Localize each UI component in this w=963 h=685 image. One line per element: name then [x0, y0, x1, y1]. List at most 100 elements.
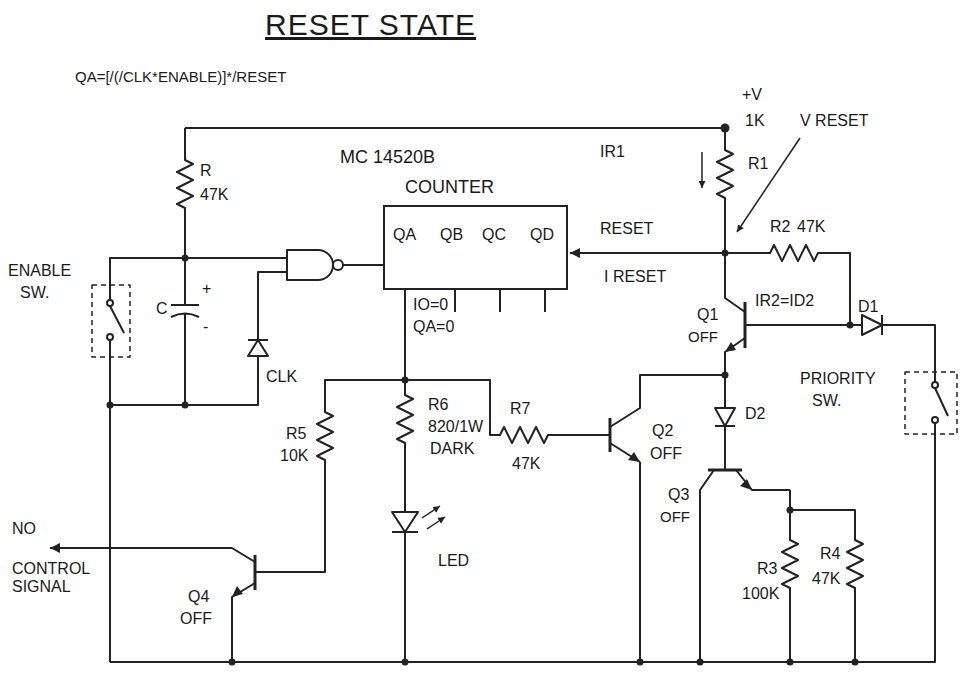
component-label: Q2 — [652, 422, 673, 440]
wire — [110, 423, 935, 662]
component-label: PRIORITY — [800, 370, 876, 388]
emitter-arrow — [628, 452, 640, 462]
junction-dot — [182, 255, 189, 262]
wire — [343, 264, 383, 266]
component-label: +V — [742, 86, 762, 104]
component-label: Q4 — [188, 588, 209, 606]
emitter-arrow — [740, 479, 752, 490]
junction-dot — [697, 659, 704, 666]
pin-name: QC — [482, 225, 506, 244]
component-label: + — [202, 280, 211, 298]
component-label: D1 — [858, 298, 878, 316]
junction-dot — [107, 402, 114, 409]
pin-name: QB — [440, 225, 463, 244]
clock-symbol — [248, 340, 268, 356]
switch-outline — [905, 372, 957, 434]
component-label: QA=[/(/CLK*ENABLE)]*/RESET — [75, 68, 286, 86]
resistor-symbol — [782, 490, 798, 662]
junction-dot — [402, 659, 409, 666]
component-label: OFF — [688, 328, 718, 346]
component-label: NO — [12, 520, 36, 538]
component-label: 1K — [745, 112, 765, 130]
switch-blade — [110, 306, 124, 333]
junction-dot — [852, 659, 859, 666]
wire — [109, 340, 111, 662]
component-label: ENABLE — [8, 262, 71, 280]
component-label: QA=0 — [413, 318, 454, 336]
switch-contact — [107, 334, 113, 340]
nand-bubble — [333, 260, 343, 270]
chip-name: COUNTER — [405, 177, 494, 198]
transistor-symbol — [609, 418, 612, 452]
junction-dot — [847, 322, 854, 329]
resistor-symbol — [177, 128, 193, 258]
switch-outline — [92, 285, 130, 357]
light-arrow — [422, 506, 440, 518]
component-label: 47K — [797, 218, 825, 236]
diagram-title: RESET STATE — [265, 8, 476, 42]
component-label: OFF — [660, 508, 690, 526]
counter-ic-box: MC 14520BCOUNTERQAQBQCQD — [383, 205, 568, 290]
reset-wire — [570, 252, 725, 254]
component-label: 100K — [742, 585, 779, 603]
component-label: 47K — [512, 455, 540, 473]
component-label: CLK — [266, 368, 297, 386]
resistor-symbol — [405, 380, 610, 443]
component-label: IO=0 — [413, 296, 448, 314]
resistor-symbol — [790, 510, 863, 662]
resistor-symbol — [397, 380, 413, 512]
junction-dot — [722, 250, 729, 257]
control-signal-arrow — [50, 548, 255, 562]
junction-dot — [787, 507, 794, 514]
component-label: IR2=ID2 — [755, 292, 814, 310]
chip-name: MC 14520B — [340, 147, 435, 168]
switch-contact — [107, 300, 113, 306]
wire — [258, 272, 287, 340]
junction-dot — [229, 659, 236, 666]
component-label: LED — [438, 552, 469, 570]
component-label: Q1 — [697, 306, 718, 324]
diode-symbol — [715, 408, 735, 470]
component-label: R1 — [748, 155, 768, 173]
component-label: D2 — [745, 405, 765, 423]
led-symbol — [392, 512, 418, 662]
switch-contact — [932, 382, 938, 388]
component-label: OFF — [650, 445, 682, 463]
component-label: 10K — [280, 447, 308, 465]
current-arrow — [701, 152, 703, 188]
light-arrow — [427, 517, 445, 529]
component-label: 47K — [812, 570, 840, 588]
junction-dot — [722, 372, 729, 379]
pin-wire — [405, 290, 545, 380]
wire — [110, 258, 185, 300]
component-label: R5 — [286, 425, 306, 443]
junction-dots — [107, 124, 859, 666]
transistor-symbol — [232, 583, 255, 662]
junction-dot — [787, 659, 794, 666]
component-label: Q3 — [668, 486, 689, 504]
wire — [185, 257, 287, 259]
wires — [50, 128, 957, 662]
component-label: RESET — [600, 220, 653, 238]
pin-name: QD — [530, 225, 554, 244]
component-label: DARK — [430, 440, 474, 458]
transistor-symbol — [700, 470, 790, 662]
supply-wire — [185, 127, 725, 129]
component-label: CONTROL SIGNAL — [12, 560, 94, 596]
junction-dot — [721, 124, 730, 133]
switch-contact — [932, 417, 938, 423]
wire — [639, 462, 641, 662]
emitter-arrow — [725, 342, 736, 352]
component-label: R — [200, 162, 212, 180]
emitter-arrow — [232, 586, 243, 597]
component-label: - — [203, 318, 208, 336]
component-label: SW. — [20, 284, 49, 302]
transistor-symbol — [610, 375, 725, 462]
component-label: R4 — [820, 545, 840, 563]
component-label: I RESET — [604, 268, 666, 286]
component-label: R2 — [770, 218, 790, 236]
pin-name: QA — [393, 225, 416, 244]
transistor-symbol — [725, 253, 745, 312]
nand-gate — [287, 250, 333, 280]
wire — [110, 356, 258, 405]
